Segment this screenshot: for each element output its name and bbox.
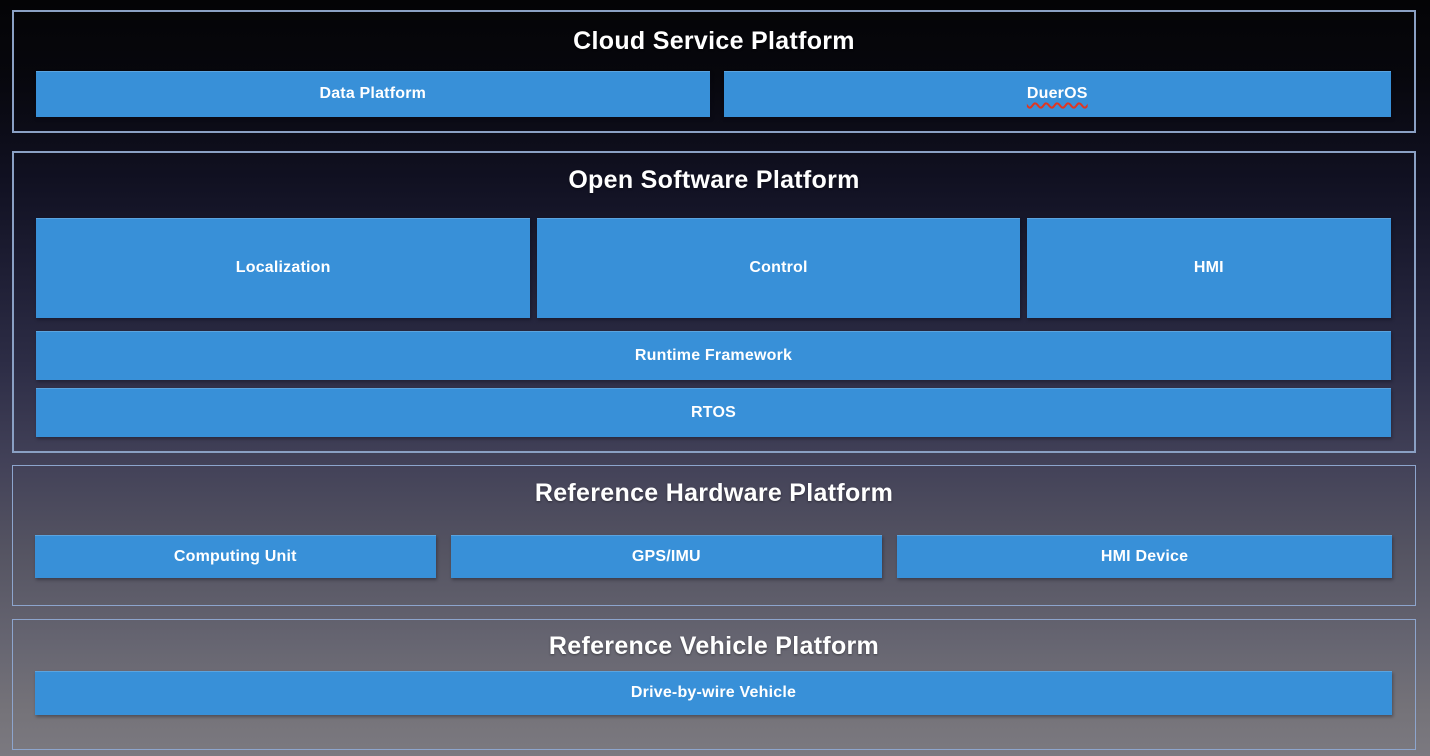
box-label-gps-imu: GPS/IMU (631, 547, 701, 565)
box-gps-imu: GPS/IMU (450, 535, 883, 578)
box-data-platform: Data Platform (36, 71, 710, 117)
section-open-software-platform: Open Software Platform Localization Cont… (12, 151, 1416, 453)
box-label-localization: Localization (235, 259, 331, 276)
box-label-hmi-device: HMI Device (1100, 547, 1189, 565)
bar-runtime-framework: Runtime Framework (36, 331, 1391, 380)
section-title-reference-vehicle-platform: Reference Vehicle Platform (548, 632, 880, 660)
bar-drive-by-wire-vehicle: Drive-by-wire Vehicle (35, 671, 1392, 715)
box-localization: Localization (36, 218, 531, 318)
box-label-dueros: DuerOS (1026, 85, 1088, 102)
box-computing-unit: Computing Unit (35, 535, 436, 578)
bar-rtos: RTOS (36, 388, 1391, 437)
box-control: Control (537, 218, 1020, 318)
box-label-computing-unit: Computing Unit (173, 547, 297, 565)
software-modules-row: Localization Control HMI (36, 218, 1391, 318)
bar-label-runtime-framework: Runtime Framework (634, 346, 793, 364)
cloud-boxes-row: Data Platform DuerOS (36, 71, 1391, 117)
bar-label-drive-by-wire-vehicle: Drive-by-wire Vehicle (630, 684, 797, 701)
section-cloud-service-platform: Cloud Service Platform Data Platform Due… (12, 10, 1416, 133)
bar-label-rtos: RTOS (691, 403, 736, 421)
box-label-hmi: HMI (1193, 259, 1224, 276)
section-title-open-software-platform: Open Software Platform (568, 166, 860, 194)
hardware-boxes-row: Computing Unit GPS/IMU HMI Device (35, 535, 1392, 578)
section-reference-hardware-platform: Reference Hardware Platform Computing Un… (12, 465, 1416, 606)
box-dueros: DuerOS (723, 71, 1391, 117)
box-hmi-device: HMI Device (897, 535, 1392, 578)
section-reference-vehicle-platform: Reference Vehicle Platform Drive-by-wire… (12, 619, 1416, 750)
section-title-reference-hardware-platform: Reference Hardware Platform (534, 479, 894, 507)
section-title-cloud-service-platform: Cloud Service Platform (573, 27, 855, 55)
box-hmi: HMI (1026, 218, 1391, 318)
box-label-control: Control (749, 259, 808, 276)
box-label-data-platform: Data Platform (319, 85, 427, 102)
